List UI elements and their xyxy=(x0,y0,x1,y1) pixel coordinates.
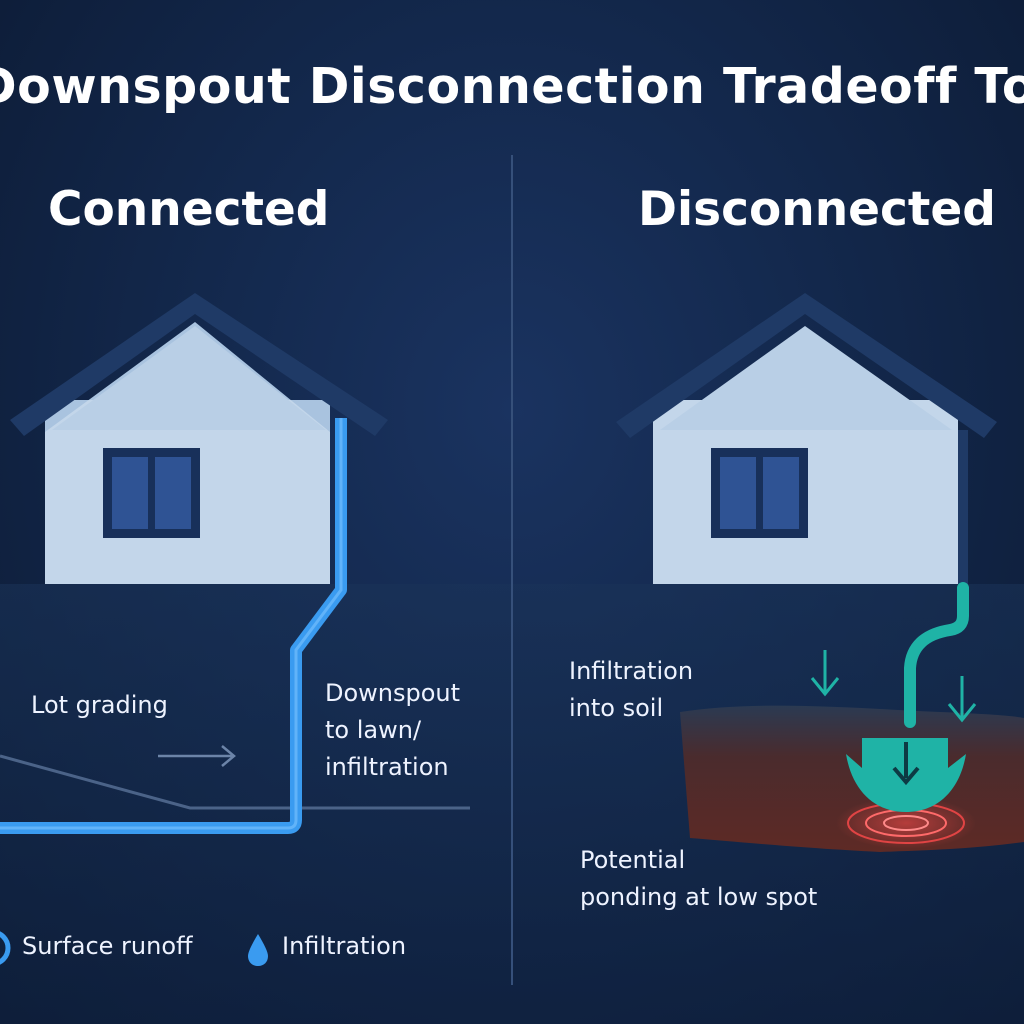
house-gable-face xyxy=(52,326,326,430)
disconnected-house xyxy=(616,293,997,584)
downspout-label-line: infiltration xyxy=(325,753,449,781)
infiltration-label-line: Infiltration xyxy=(569,657,694,685)
panel-title-disconnected: Disconnected xyxy=(638,182,996,237)
water-drop-icon xyxy=(248,934,268,966)
rain-arrow-icon xyxy=(947,676,977,723)
infiltration-label-line: into soil xyxy=(569,694,664,722)
panel-title-connected: Connected xyxy=(48,182,330,237)
downspout-label: Downspout to lawn/ infiltration xyxy=(325,675,505,786)
downspout-label-line: Downspout xyxy=(325,679,461,707)
infiltration-small-arrow-icon xyxy=(892,742,920,786)
lot-grading-line xyxy=(0,754,470,810)
ponding-label-line: ponding at low spot xyxy=(580,883,818,911)
connected-house xyxy=(10,293,388,584)
house-gable-face xyxy=(660,326,952,430)
legend-infiltration-label: Infiltration xyxy=(282,932,407,960)
window-pane-right xyxy=(763,457,799,529)
legend-surface-runoff-label: Surface runoff xyxy=(22,932,193,960)
connected-downspout-highlight xyxy=(0,418,343,830)
window-pane-left xyxy=(112,457,148,529)
rain-arrow-icon xyxy=(810,650,840,697)
window-pane-right xyxy=(155,457,191,529)
window-pane-left xyxy=(720,457,756,529)
ponding-label: Potential ponding at low spot xyxy=(580,842,880,916)
infiltration-soil-label: Infiltration into soil xyxy=(569,653,739,727)
disconnected-downspout-pipe xyxy=(904,582,969,728)
page-title: Downspout Disconnection Tradeoff Tool xyxy=(0,58,1024,115)
ponding-label-line: Potential xyxy=(580,846,686,874)
downspout-stub xyxy=(958,430,968,584)
downspout-label-line: to lawn/ xyxy=(325,716,422,744)
circle-icon xyxy=(0,931,11,965)
grading-arrow-icon xyxy=(158,745,236,767)
lot-grading-label: Lot grading xyxy=(31,691,168,719)
